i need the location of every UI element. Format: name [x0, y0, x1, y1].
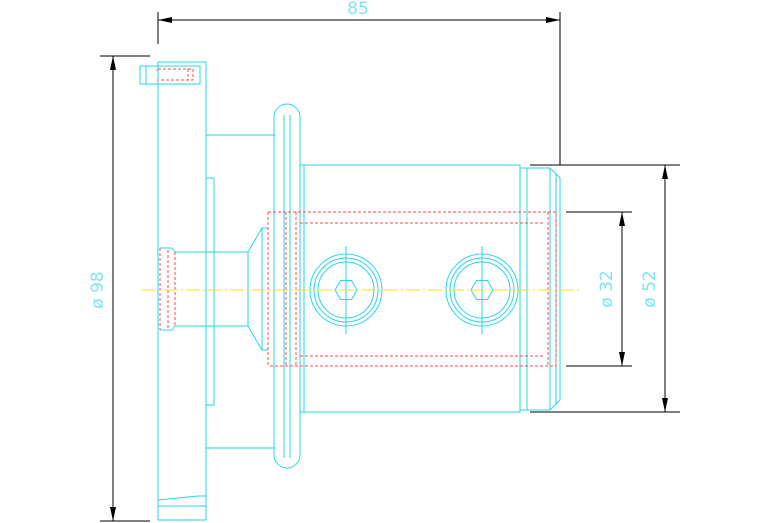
cylinder-body [300, 164, 561, 413]
dimension-length-label: 85 [347, 0, 369, 19]
dimension-bore-diameter-label: ø 32 [597, 270, 617, 307]
hidden-bore [267, 211, 557, 367]
dimension-body-diameter: ø 52 [530, 164, 680, 413]
locating-pin [139, 65, 201, 85]
collar-ring [273, 103, 301, 469]
dimension-length: 85 [157, 0, 561, 165]
dimension-outer-diameter-label: ø 98 [88, 271, 108, 308]
flange [156, 61, 275, 521]
spindle-neck [159, 227, 268, 351]
dimension-body-diameter-label: ø 52 [640, 270, 660, 307]
dimension-outer-diameter: ø 98 [88, 55, 150, 522]
dimension-bore-diameter: ø 32 [566, 211, 632, 367]
